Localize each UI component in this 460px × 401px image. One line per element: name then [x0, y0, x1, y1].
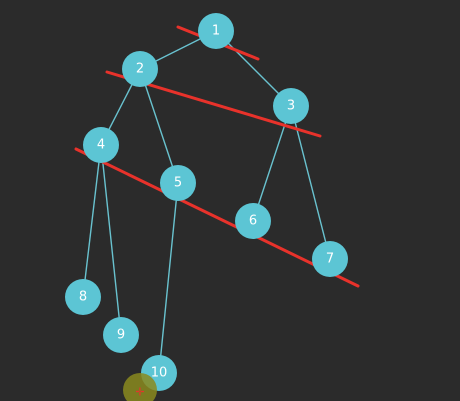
node-circle[interactable]	[83, 127, 119, 163]
node-label: 5	[174, 176, 182, 191]
edge-2-5	[139, 68, 179, 184]
edge-4-9	[100, 144, 122, 336]
edge-3-7	[290, 105, 331, 260]
node-label: 7	[326, 252, 334, 267]
node-label: 8	[79, 290, 87, 305]
tree-node-6[interactable]: 6	[235, 203, 271, 239]
tree-node-8[interactable]: 8	[65, 279, 101, 315]
tree-node-7[interactable]: 7	[312, 241, 348, 277]
node-circle[interactable]	[122, 51, 158, 87]
cursor-mark-icon: ✛	[135, 386, 144, 399]
node-circle[interactable]	[65, 279, 101, 315]
node-label: 1	[212, 24, 220, 39]
node-label: 9	[117, 328, 125, 343]
level-lines-layer	[74, 25, 360, 288]
tree-node-4[interactable]: 4	[83, 127, 119, 163]
node-circle[interactable]	[312, 241, 348, 277]
tree-node-9[interactable]: 9	[103, 317, 139, 353]
node-circle[interactable]	[160, 165, 196, 201]
edge-3-6	[252, 105, 292, 222]
tree-node-2[interactable]: 2	[122, 51, 158, 87]
cursor-indicator: ✛	[123, 373, 157, 401]
node-circle[interactable]	[235, 203, 271, 239]
node-label: 2	[136, 62, 144, 77]
edge-4-8	[82, 144, 102, 298]
node-label: 3	[287, 99, 295, 114]
nodes-layer: 1 2 3 4 5 6 7 8 9 10	[65, 13, 348, 391]
tree-node-5[interactable]: 5	[160, 165, 196, 201]
tree-node-1[interactable]: 1	[198, 13, 234, 49]
node-label: 6	[249, 214, 257, 229]
node-label: 4	[97, 138, 105, 153]
node-circle[interactable]	[103, 317, 139, 353]
edge-5-10	[158, 182, 179, 374]
tree-node-3[interactable]: 3	[273, 88, 309, 124]
node-circle[interactable]	[273, 88, 309, 124]
node-label: 10	[151, 366, 168, 381]
level-line-3	[74, 147, 360, 288]
node-circle[interactable]	[198, 13, 234, 49]
cursor-halo	[123, 373, 157, 401]
